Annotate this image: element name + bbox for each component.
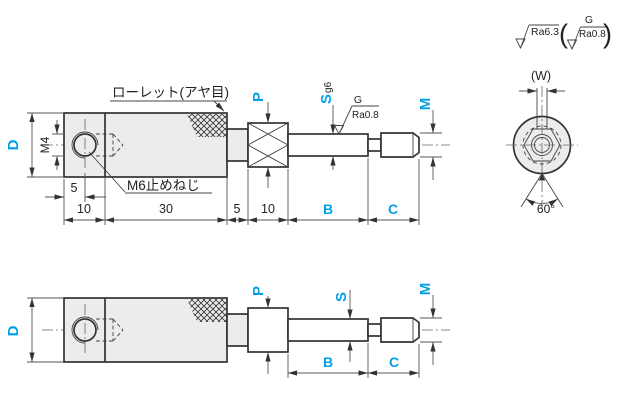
dim-label-p: P — [250, 92, 267, 102]
dim-label-w: (W) — [531, 69, 551, 83]
knurl-hatch — [187, 299, 226, 322]
end-view: (W) 60° — [506, 69, 578, 216]
dim-label-s: Sg6 — [318, 81, 335, 104]
dim-label-c: C — [388, 201, 398, 217]
dim-label-angle: 60° — [537, 202, 555, 216]
dim-30: 30 — [159, 202, 173, 216]
dim-label-b: B — [323, 201, 333, 217]
set-screw-note: M6止めねじ — [127, 178, 200, 193]
dim-label-m: M — [417, 98, 434, 111]
neck — [226, 313, 249, 347]
surface-symbol-shaft: G Ra0.8 — [333, 94, 379, 135]
knob — [247, 122, 289, 168]
surface-g-value: Ra0.8 — [352, 110, 379, 121]
top-view: ローレット(アヤ目) M6止めねじ D M4 P Sg6 G — [5, 81, 450, 225]
paren-close: ) — [603, 19, 612, 49]
roughness-g-label: G — [585, 14, 593, 26]
roughness-g-value: Ra0.8 — [579, 29, 606, 40]
roughness-symbol-default: Ra6.3 — [515, 24, 559, 50]
bottom-view: D P S M B C — [5, 283, 450, 378]
dim-10-body: 10 — [77, 202, 91, 216]
angle-vertex-arrow — [538, 173, 546, 181]
dim-label-d: D — [5, 325, 22, 336]
surface-finish-note: Ra6.3 ( G Ra0.8 ) — [515, 14, 612, 51]
dim-label-m: M — [417, 283, 434, 296]
dim-5-hole: 5 — [71, 181, 78, 195]
knurl-hatch — [187, 114, 226, 137]
dim-label-s: S — [333, 292, 350, 302]
dim-5-neck: 5 — [234, 202, 241, 216]
roughness-symbol-g: G Ra0.8 — [566, 14, 607, 51]
neck — [226, 128, 249, 162]
groove — [367, 138, 382, 152]
paren-open: ( — [559, 19, 568, 49]
set-screw-hole — [71, 304, 124, 356]
dim-label-m4: M4 — [38, 136, 52, 153]
body-side — [63, 112, 228, 178]
shaft — [287, 133, 369, 157]
set-screw-hole — [71, 119, 124, 171]
groove — [367, 323, 382, 337]
dim-10-knob: 10 — [261, 202, 275, 216]
surface-g-label: G — [354, 94, 362, 106]
dim-label-b: B — [323, 354, 333, 370]
roughness-default-value: Ra6.3 — [531, 26, 559, 38]
dim-label-p: P — [250, 286, 267, 296]
knurl-note: ローレット(アヤ目) — [112, 85, 229, 100]
extension-lines — [63, 158, 420, 225]
dim-label-d: D — [5, 139, 22, 150]
dim-label-c: C — [389, 354, 399, 370]
knob — [247, 307, 289, 353]
knob-cross-marks — [247, 122, 289, 168]
shaft — [287, 318, 369, 342]
